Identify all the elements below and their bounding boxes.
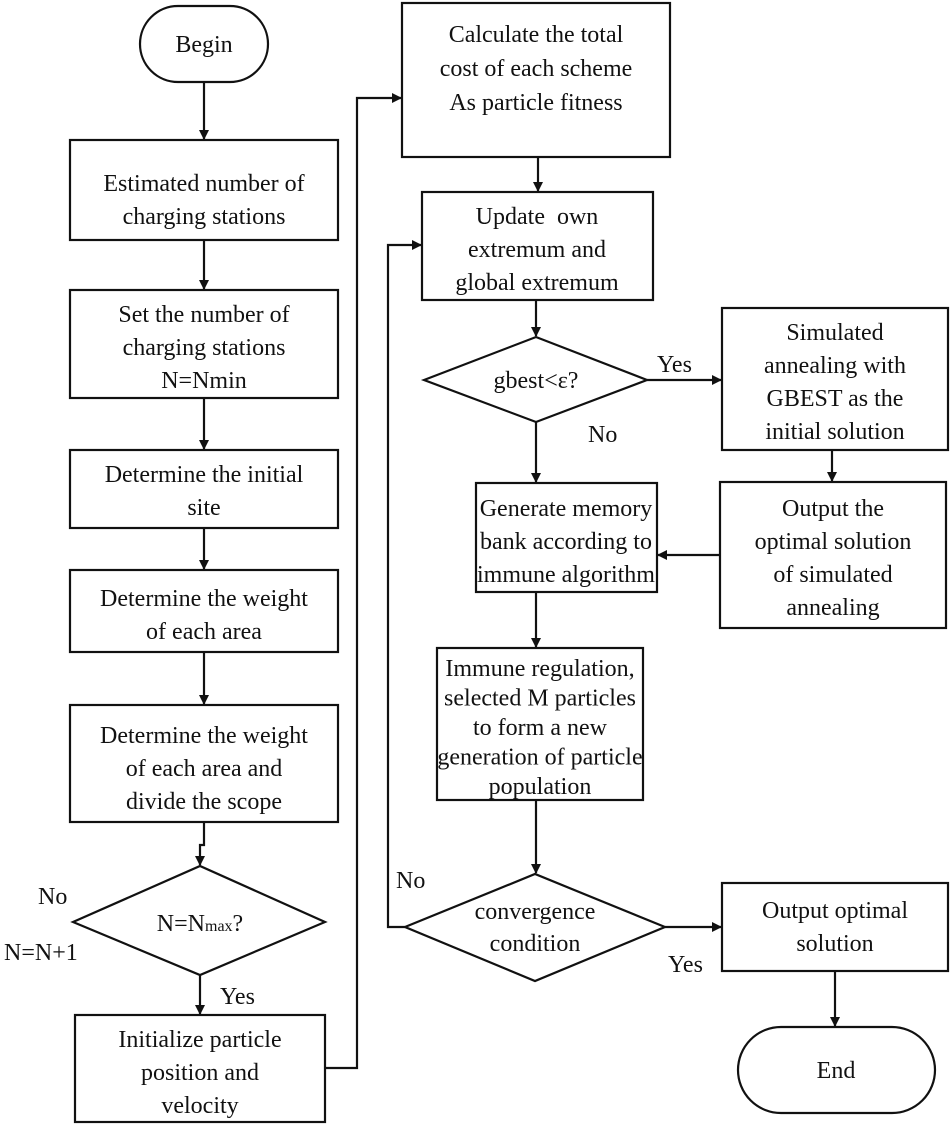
box-text: charging stations bbox=[123, 204, 286, 230]
box-text: site bbox=[187, 495, 220, 521]
connectors bbox=[195, 82, 840, 1070]
box-text: global extremum bbox=[455, 270, 619, 296]
box-text: bank according to bbox=[480, 529, 652, 555]
box-text: population bbox=[489, 774, 592, 800]
end-label: End bbox=[817, 1058, 856, 1084]
box-text: position and bbox=[141, 1060, 259, 1086]
arrow bbox=[325, 93, 402, 1070]
convergence-yes-label: Yes bbox=[668, 952, 703, 978]
box-text: of simulated bbox=[773, 562, 892, 588]
box-text: immune algorithm bbox=[477, 562, 655, 588]
box-text: extremum and bbox=[468, 237, 606, 263]
box-text: Estimated number of bbox=[103, 171, 304, 197]
box-text: Generate memory bbox=[480, 496, 653, 522]
initialize-box: Initialize particle position and velocit… bbox=[73, 1013, 327, 1124]
box-text: charging stations bbox=[123, 335, 286, 361]
gbest-no-label: No bbox=[588, 422, 617, 448]
box-text: GBEST as the bbox=[767, 386, 904, 412]
nmax-yes-label: Yes bbox=[220, 984, 255, 1010]
box-text: initial solution bbox=[765, 419, 904, 445]
box-text: Simulated bbox=[786, 320, 883, 346]
box-text: divide the scope bbox=[126, 789, 282, 815]
immune-regulation-box: Immune regulation, selected M particles … bbox=[435, 646, 645, 802]
box-text: optimal solution bbox=[755, 529, 912, 555]
begin-terminal: Begin bbox=[138, 4, 270, 84]
set-number-box: Set the number of charging stations N=Nm… bbox=[68, 288, 340, 400]
box-text: N=Nmin bbox=[161, 368, 247, 394]
box-text: cost of each scheme bbox=[440, 56, 633, 82]
decision-text: gbest<ε? bbox=[494, 368, 579, 394]
end-terminal: End bbox=[736, 1025, 937, 1115]
arrow bbox=[386, 240, 422, 929]
box-text: solution bbox=[796, 931, 873, 957]
box-text: Output the bbox=[782, 496, 884, 522]
decision-text: condition bbox=[490, 931, 581, 957]
weight-divide-box: Determine the weight of each area and di… bbox=[68, 703, 340, 824]
box-text: of each area and bbox=[126, 756, 283, 782]
box-text: Determine the weight bbox=[100, 723, 308, 749]
initial-site-box: Determine the initial site bbox=[68, 448, 340, 530]
nmax-increment-label: N=N+1 bbox=[4, 940, 78, 966]
box-text: Output optimal bbox=[762, 898, 908, 924]
box-text: Set the number of bbox=[118, 302, 289, 328]
box-text: As particle fitness bbox=[449, 90, 622, 116]
decision-text: convergence bbox=[475, 899, 596, 925]
convergence-decision: convergence condition bbox=[402, 872, 668, 983]
box-text: Calculate the total bbox=[449, 22, 624, 48]
begin-label: Begin bbox=[175, 32, 232, 58]
box-text: Update own bbox=[476, 204, 599, 230]
box-text: of each area bbox=[146, 619, 262, 645]
total-cost-box: Calculate the total cost of each scheme … bbox=[400, 1, 672, 159]
box-text: Initialize particle bbox=[118, 1027, 281, 1053]
output-optimal-box: Output optimal solution bbox=[720, 881, 950, 973]
convergence-no-label: No bbox=[396, 868, 425, 894]
box-text: selected M particles bbox=[444, 686, 636, 712]
simulated-annealing-box: Simulated annealing with GBEST as the in… bbox=[720, 306, 950, 452]
memory-bank-box: Generate memory bank according to immune… bbox=[474, 481, 659, 594]
box-text: Determine the initial bbox=[105, 462, 304, 488]
decision-text: N=Nmax? bbox=[157, 911, 243, 937]
output-sa-box: Output the optimal solution of simulated… bbox=[718, 480, 948, 630]
box-text: velocity bbox=[161, 1093, 238, 1119]
nmax-decision: N=Nmax? bbox=[70, 864, 328, 977]
update-box: Update own extremum and global extremum bbox=[420, 190, 655, 302]
box-text: generation of particle bbox=[437, 745, 642, 771]
weight-box: Determine the weight of each area bbox=[68, 568, 340, 654]
box-text: Determine the weight bbox=[100, 586, 308, 612]
estimate-box: Estimated number of charging stations bbox=[68, 138, 340, 242]
box-text: Immune regulation, bbox=[445, 656, 634, 682]
gbest-yes-label: Yes bbox=[657, 352, 692, 378]
box-text: to form a new bbox=[473, 715, 608, 741]
gbest-decision: gbest<ε? bbox=[420, 335, 651, 424]
box-text: annealing bbox=[786, 595, 879, 621]
arrow bbox=[195, 822, 206, 866]
nmax-no-label: No bbox=[38, 884, 67, 910]
box-text: annealing with bbox=[764, 353, 906, 379]
